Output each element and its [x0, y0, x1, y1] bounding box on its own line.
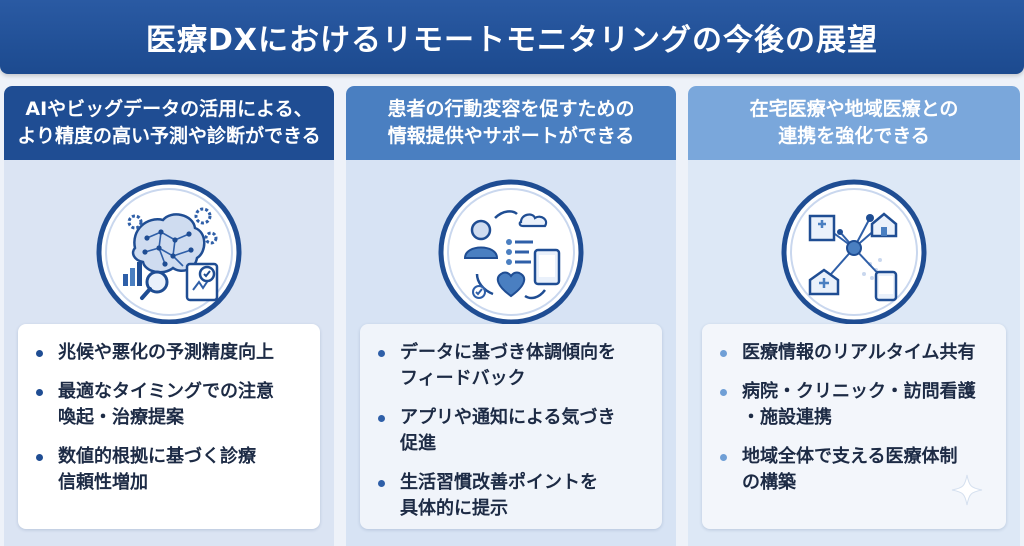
column-heading-line: 連携を強化できる	[778, 125, 930, 147]
column-heading: 患者の行動変容を促すための 情報提供やサポートができる	[346, 86, 676, 160]
column-heading-line: 患者の行動変容を促すための	[387, 98, 635, 120]
ai-brain-analytics-icon	[95, 178, 243, 326]
benefit-item: データに基づき体調傾向を フィードバック	[376, 340, 652, 392]
page-title: 医療DXにおけるリモートモニタリングの今後の展望	[145, 23, 879, 58]
sparkle-icon	[951, 474, 983, 506]
benefit-item: 病院・クリニック・訪問看護 ・施設連携	[718, 379, 996, 431]
regional-network-icon	[780, 178, 928, 326]
column-heading-line: より精度の高い予測や診断ができる	[17, 125, 321, 147]
benefit-item: 最適なタイミングでの注意 喚起・治療提案	[34, 379, 310, 431]
title-banner: 医療DXにおけるリモートモニタリングの今後の展望	[0, 0, 1024, 74]
benefit-list-card: 医療情報のリアルタイム共有 病院・クリニック・訪問看護 ・施設連携 地域全体で支…	[702, 324, 1006, 529]
benefit-item: 数値的根拠に基づく診療 信頼性増加	[34, 444, 310, 496]
column-heading-line: 情報提供やサポートができる	[387, 125, 635, 147]
column-heading-line: AIやビッグデータの活用による、	[25, 98, 313, 120]
benefit-item: 医療情報のリアルタイム共有	[718, 340, 996, 366]
column-heading-line: 在宅医療や地域医療との	[749, 98, 959, 120]
benefit-list-card: データに基づき体調傾向を フィードバック アプリや通知による気づき 促進 生活習…	[360, 324, 662, 529]
column-regional-collaboration: 在宅医療や地域医療との 連携を強化できる	[688, 86, 1020, 546]
benefit-item: 地域全体で支える医療体制 の構築	[718, 444, 996, 496]
benefit-item: アプリや通知による気づき 促進	[376, 405, 652, 457]
column-behavior-change: 患者の行動変容を促すための 情報提供やサポートができる	[346, 86, 676, 546]
column-heading: 在宅医療や地域医療との 連携を強化できる	[688, 86, 1020, 160]
benefit-item: 兆候や悪化の予測精度向上	[34, 340, 310, 366]
column-ai-bigdata: AIやビッグデータの活用による、 より精度の高い予測や診断ができる	[4, 86, 334, 546]
patient-feedback-cycle-icon	[437, 178, 585, 326]
column-heading: AIやビッグデータの活用による、 より精度の高い予測や診断ができる	[4, 86, 334, 160]
benefit-list-card: 兆候や悪化の予測精度向上 最適なタイミングでの注意 喚起・治療提案 数値的根拠に…	[18, 324, 320, 529]
benefit-item: 生活習慣改善ポイントを 具体的に提示	[376, 470, 652, 522]
